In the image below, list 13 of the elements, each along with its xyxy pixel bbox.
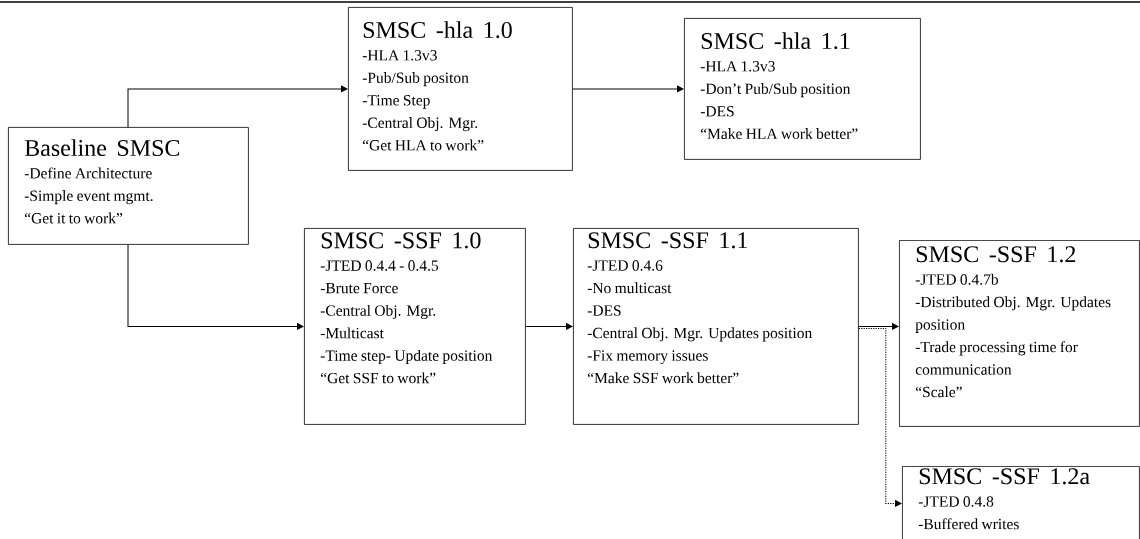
arrow — [127, 85, 348, 128]
version-box: SMSC -SSF 1.1 -JTED 0.4.6 -No multicast -DES -Central Obj. Mgr. Updates position -Fix memory issues “Make SSF work better” — [573, 228, 859, 425]
version-box: SMSC -hla 1.0 -HLA 1.3v3 -Pub/Sub positon -Time Step -Central Obj. Mgr. “Get HLA to work” — [348, 7, 573, 171]
arrow — [858, 327, 902, 507]
arrow — [525, 323, 573, 330]
arrow — [858, 323, 899, 330]
version-box: SMSC -hla 1.1 -HLA 1.3v3 -Don’t Pub/Sub position -DES “Make HLA work better” — [684, 18, 921, 160]
version-box: SMSC -SSF 1.2 -JTED 0.4.7b -Distributed Obj. Mgr. Updates position -Trade processing time for communication “Scale” — [899, 240, 1140, 427]
version-box: SMSC -SSF 1.2a -JTED 0.4.8 -Buffered writes — [902, 466, 1140, 539]
version-box: Baseline SMSC -Define Architecture -Simple event mgmt. “Get it to work” — [8, 127, 249, 245]
arrow — [572, 85, 684, 93]
arrow — [127, 244, 304, 330]
version-box: SMSC -SSF 1.0 -JTED 0.4.4 - 0.4.5 -Brute Force -Central Obj. Mgr. -Multicast -Time step- Update position “Get SSF to work” — [304, 228, 526, 425]
